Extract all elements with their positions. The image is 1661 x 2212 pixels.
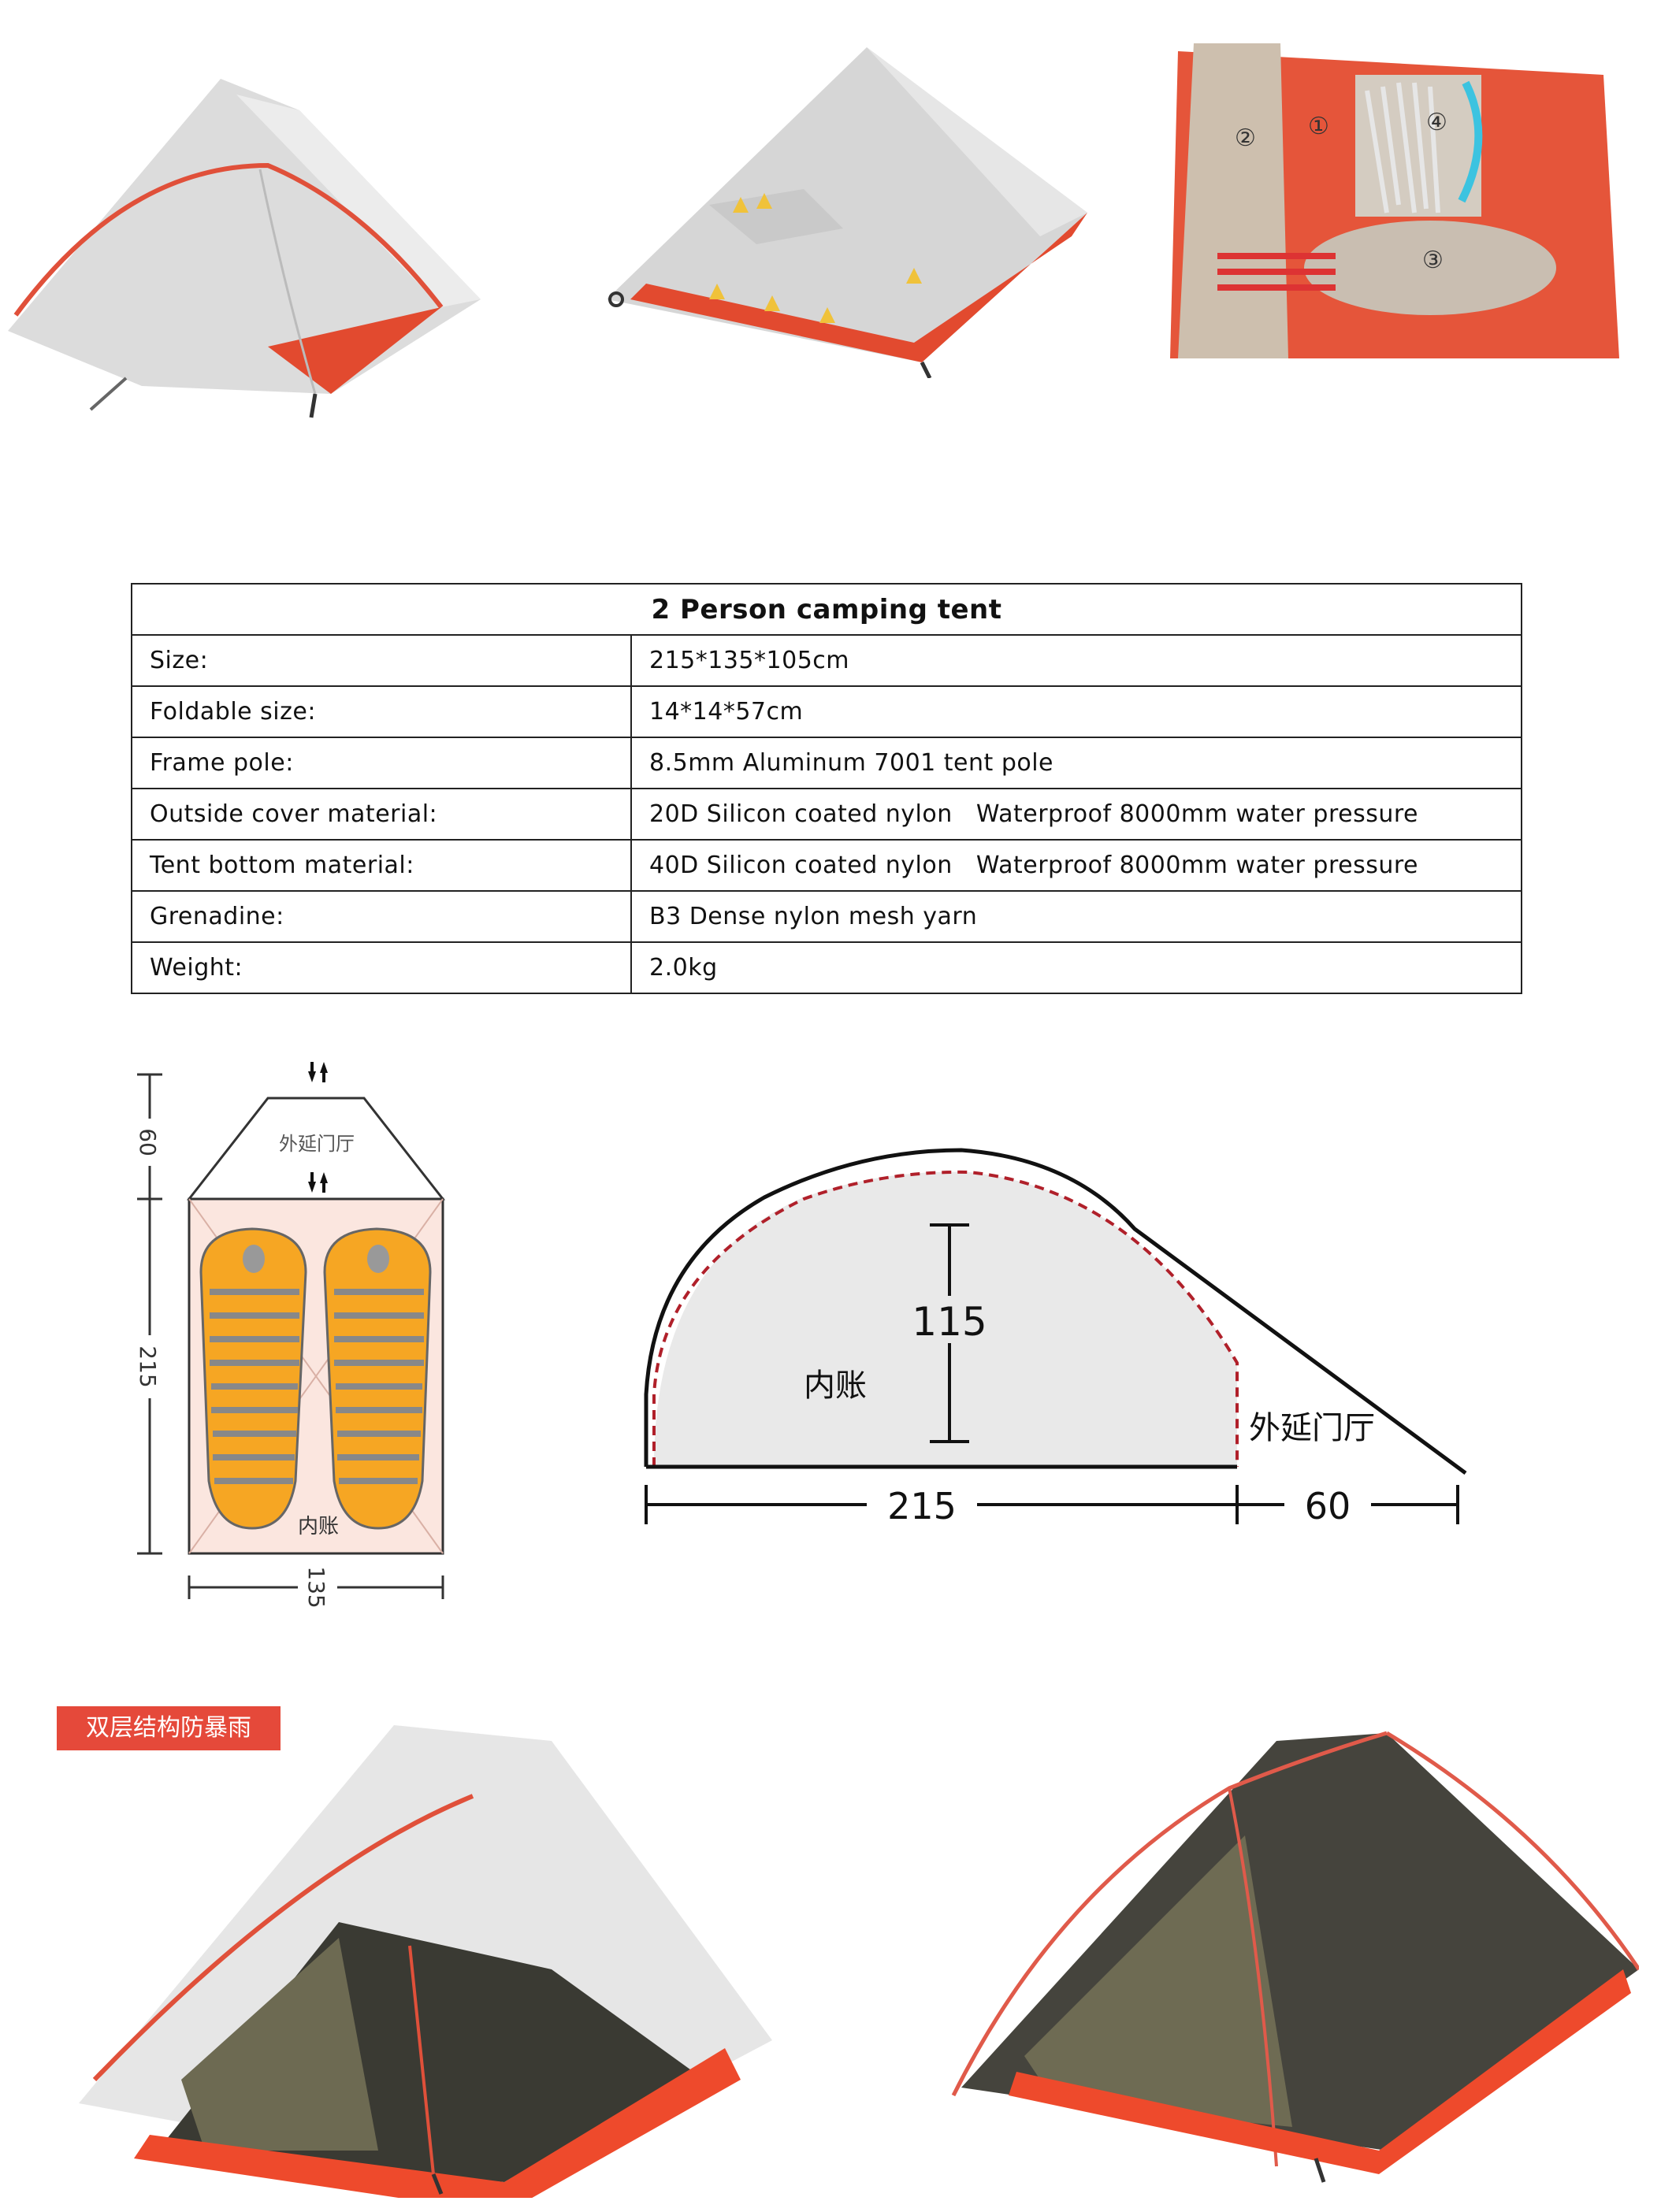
tent-photo-double-layer (79, 1725, 772, 2198)
floorplan-inner-label: 内账 (298, 1515, 339, 1538)
spec-table-title: 2 Person camping tent (131, 583, 1522, 636)
table-row: Foldable size:14*14*57cm (131, 685, 1522, 738)
spec-table: 2 Person camping tent Size:215*135*105cm… (131, 583, 1522, 994)
spec-key: Frame pole: (131, 737, 632, 789)
package-marker-2: ② (1235, 124, 1256, 152)
package-marker-3: ③ (1422, 247, 1444, 274)
package-marker-1: ① (1308, 113, 1329, 140)
sleeping-bag-icon (199, 1227, 307, 1530)
spec-key: Weight: (131, 941, 632, 994)
spec-value: 8.5mm Aluminum 7001 tent pole (630, 737, 1522, 789)
spec-value: 2.0kg (630, 941, 1522, 994)
spec-key: Size: (131, 634, 632, 687)
spec-value: 14*14*57cm (630, 685, 1522, 738)
tent-photo-inner-mesh (951, 1731, 1639, 2183)
table-row: Size:215*135*105cm (131, 634, 1522, 687)
sideview-length: 215 (887, 1485, 957, 1527)
table-row: Outside cover material:20D Silicon coate… (131, 788, 1522, 841)
spec-key: Outside cover material: (131, 788, 632, 841)
sideview-height: 115 (912, 1299, 987, 1345)
sideview-vestibule-length: 60 (1305, 1485, 1351, 1527)
sideview-vestibule-label: 外延门厅 (1249, 1410, 1375, 1446)
spec-value: B3 Dense nylon mesh yarn (630, 890, 1522, 943)
table-row: Tent bottom material:40D Silicon coated … (131, 839, 1522, 892)
dim-length: 215 (135, 1345, 161, 1387)
dim-vestibule: 60 (135, 1128, 161, 1156)
double-layer-badge: 双层结构防暴雨 (57, 1706, 281, 1750)
tent-photo-vents (607, 47, 1087, 378)
spec-value: 40D Silicon coated nylon Waterproof 8000… (630, 839, 1522, 892)
floorplan-vestibule-label: 外延门厅 (279, 1133, 355, 1155)
table-row: Grenadine:B3 Dense nylon mesh yarn (131, 890, 1522, 943)
floorplan-diagram: 60 215 外延门厅 内账 135 (134, 1062, 446, 1607)
dim-width: 135 (303, 1566, 329, 1607)
sideview-diagram: 115 内账 外延门厅 215 60 (644, 1148, 1467, 1528)
spec-key: Foldable size: (131, 685, 632, 738)
spec-value: 20D Silicon coated nylon Waterproof 8000… (630, 788, 1522, 841)
tent-package-photo: ② ① ④ ③ (1170, 43, 1619, 358)
spec-value: 215*135*105cm (630, 634, 1522, 687)
spec-key: Grenadine: (131, 890, 632, 943)
arrows-icon (308, 1062, 328, 1193)
sideview-inner-label: 内账 (804, 1368, 867, 1404)
spec-key: Tent bottom material: (131, 839, 632, 892)
sleeping-bag-icon (323, 1227, 432, 1530)
table-row: Weight:2.0kg (131, 941, 1522, 994)
tent-photo-front (8, 79, 481, 418)
package-marker-4: ④ (1426, 109, 1447, 136)
table-row: Frame pole:8.5mm Aluminum 7001 tent pole (131, 737, 1522, 789)
